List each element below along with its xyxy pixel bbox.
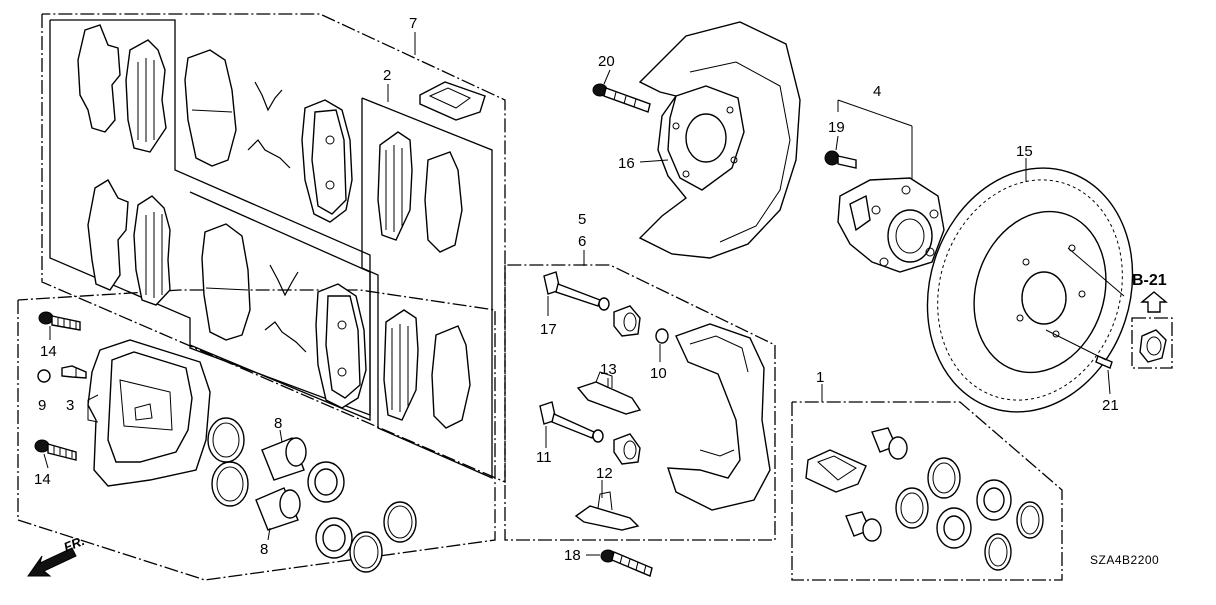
piston-seals-caliper [207,417,249,507]
callout-9: 9 [38,397,46,414]
reference-label-b21: B-21 [1132,272,1167,289]
brake-pad-top [184,49,237,167]
brake-caliper-body [87,339,211,487]
group-outline-caliper [17,289,496,581]
cap-9 [37,369,51,383]
front-direction-indicator [27,547,77,577]
bolt-18 [600,549,653,577]
callout-21: 21 [1102,397,1119,414]
guide-pin-boot-lower [613,433,641,465]
callout-19: 19 [828,119,845,136]
callout-3: 3 [66,397,74,414]
pad-retainer-13 [576,371,642,415]
brake-shim-right-bottom [383,309,471,429]
front-direction-label: FR. [62,533,87,555]
diagram-code: SZA4B2200 [1090,553,1159,567]
callout-5: 5 [578,211,586,228]
callout-15: 15 [1016,143,1033,160]
brake-shim-outer-bottom [87,179,171,306]
pistons-8 [255,437,307,531]
callout-20: 20 [598,53,615,70]
callout-13: 13 [600,361,617,378]
callout-2: 2 [383,67,391,84]
hub-bolt-19 [824,150,857,169]
pad-retainer-12 [574,491,640,531]
callout-6: 6 [578,233,586,250]
shim-set-2 [419,81,486,121]
arrow-down-left-icon [27,547,77,577]
up-arrow-icon [1140,291,1168,313]
group-outline-seal-kit-1 [791,401,1063,581]
callout-14-lower: 14 [34,471,51,488]
brake-rotor-15 [926,167,1134,413]
callout-8-lower: 8 [260,541,268,558]
brake-pad-mid-bottom [315,283,367,409]
dust-boots-caliper [307,461,417,573]
group-outline-pins-5-6 [504,264,776,541]
brake-pad-bottom [201,223,251,341]
bolt-14-lower [34,439,77,461]
callout-10: 10 [650,365,667,382]
brake-pad-mid-top [301,99,353,223]
callout-8-upper: 8 [274,415,282,432]
callout-16: 16 [618,155,635,172]
callout-14-upper: 14 [40,343,57,360]
hub-bearing-assembly-4 [837,177,945,273]
guide-pin-boot-upper [613,305,641,337]
bleeder-screw-3 [61,365,87,379]
leader-lines [43,32,1125,556]
pad-spring-clips-bottom [264,264,307,353]
brake-shim-right-top [377,131,463,253]
bushing-10 [655,328,669,344]
callout-17: 17 [540,321,557,338]
reference-b21-panel [1131,291,1173,369]
splash-shield-16 [638,21,801,259]
callout-7: 7 [409,15,417,32]
callout-4: 4 [873,83,881,100]
pad-spring-clips-top [247,81,291,169]
guide-pin-17 [543,271,610,311]
callout-1: 1 [816,369,824,386]
seal-kit-1-parts [805,427,1044,571]
guide-pin-11 [539,401,604,443]
brake-shim-outer-top [77,24,167,153]
caliper-bracket [667,323,771,511]
callout-18: 18 [564,547,581,564]
callout-12: 12 [596,465,613,482]
bolt-14-upper [38,311,81,331]
callout-11: 11 [536,449,552,466]
screw-21 [1095,355,1113,369]
bolt-20 [592,83,651,113]
